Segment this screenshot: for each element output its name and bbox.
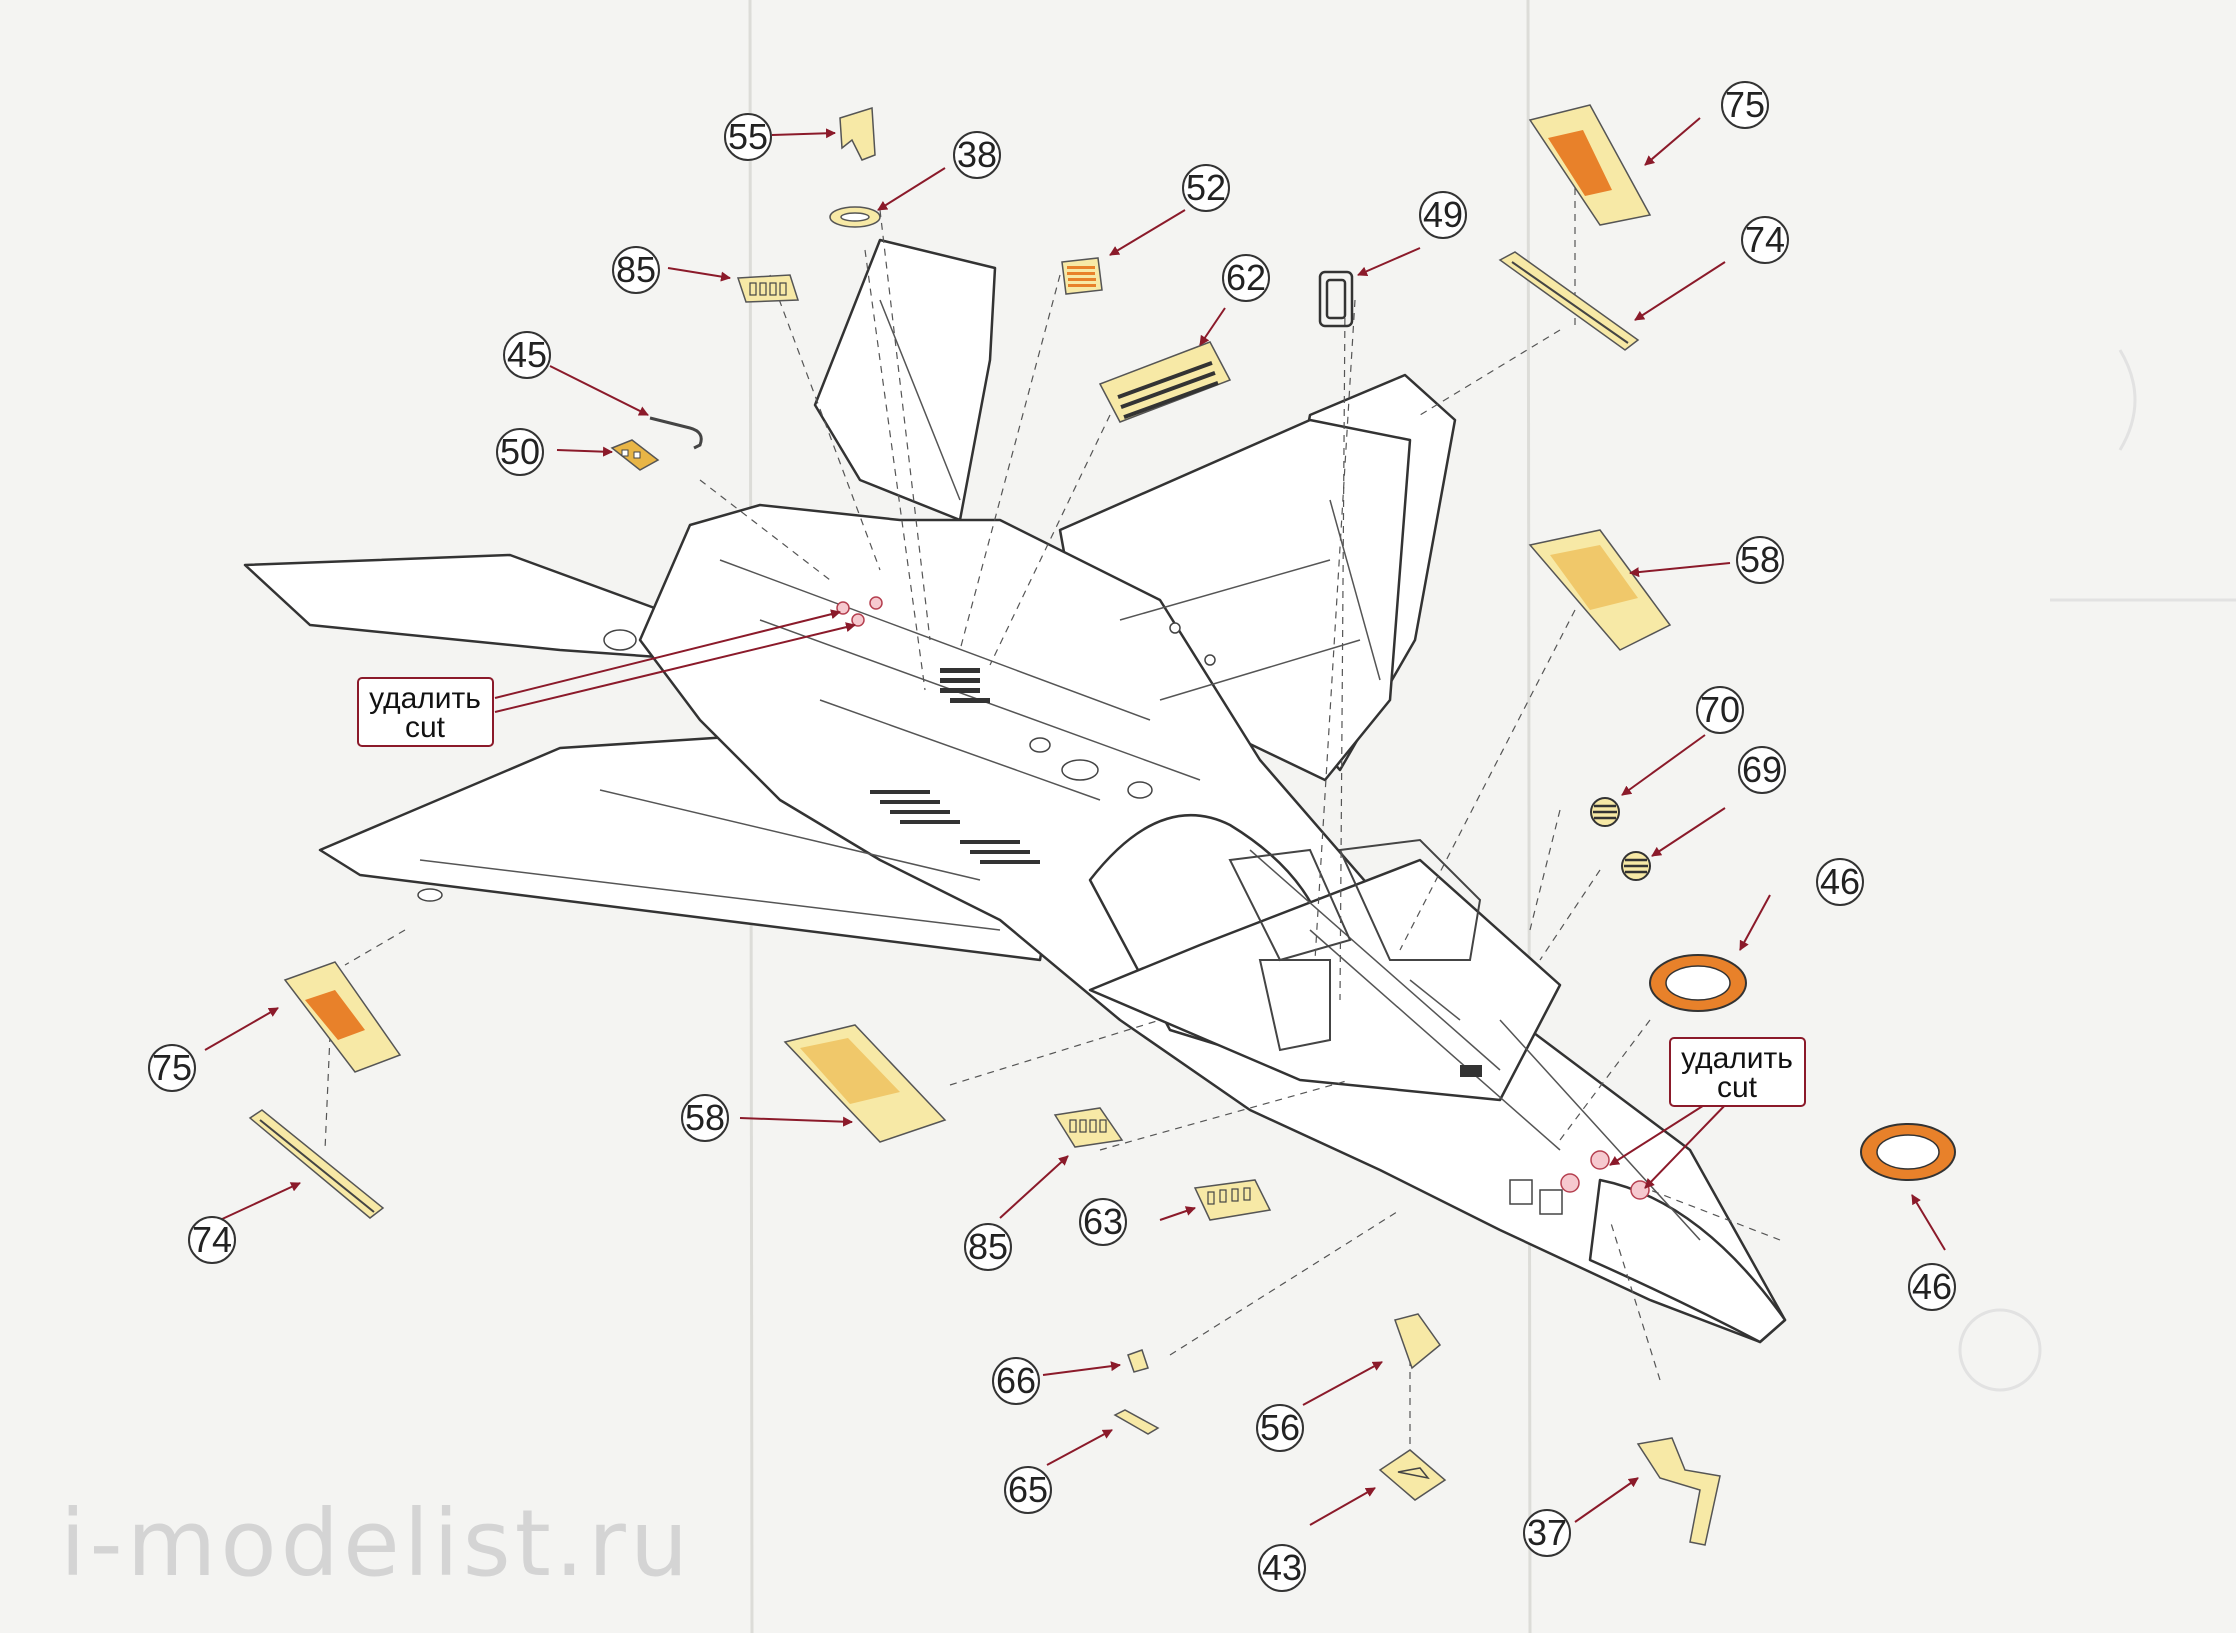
callout-52: 52 (1182, 164, 1230, 212)
svg-text:удалить: удалить (1681, 1042, 1793, 1075)
svg-text:49: 49 (1423, 194, 1463, 235)
svg-text:43: 43 (1262, 1547, 1302, 1588)
callout-46-top: 46 (1816, 858, 1864, 906)
vent-details (870, 668, 1482, 1077)
svg-text:cut: cut (1717, 1071, 1758, 1104)
part-58-right (1528, 529, 1672, 651)
svg-text:56: 56 (1260, 1407, 1300, 1448)
callout-85-top: 85 (612, 246, 660, 294)
part-55 (839, 106, 876, 161)
svg-text:50: 50 (500, 431, 540, 472)
part-37 (1636, 1437, 1721, 1546)
scan-artifacts (1958, 349, 2236, 1392)
part-85-top (736, 274, 800, 303)
callout-58-left: 58 (681, 1094, 729, 1142)
callout-70: 70 (1696, 686, 1744, 734)
part-63 (1193, 1179, 1272, 1221)
svg-text:45: 45 (507, 334, 547, 375)
part-66 (1127, 1349, 1149, 1373)
callout-38: 38 (953, 131, 1001, 179)
callout-62: 62 (1222, 254, 1270, 302)
part-46-top (1649, 954, 1747, 1012)
part-58-left (783, 1024, 947, 1143)
callout-50: 50 (496, 428, 544, 476)
callout-49: 49 (1419, 191, 1467, 239)
access-holes (417, 622, 1563, 1215)
callout-arrows (204, 117, 1946, 1526)
svg-text:58: 58 (685, 1097, 725, 1138)
svg-text:52: 52 (1186, 167, 1226, 208)
svg-text:69: 69 (1742, 749, 1782, 790)
callout-85-bottom: 85 (964, 1223, 1012, 1271)
part-62 (1098, 341, 1232, 423)
part-85-bottom (1053, 1107, 1124, 1148)
callout-66: 66 (992, 1357, 1040, 1405)
callout-45: 45 (503, 331, 551, 379)
part-70 (1590, 797, 1620, 827)
cut-label-right: удалить cut (1669, 1037, 1806, 1107)
callout-56: 56 (1256, 1404, 1304, 1452)
svg-text:55: 55 (728, 116, 768, 157)
part-52 (1061, 257, 1103, 295)
callout-74-top: 74 (1741, 216, 1789, 264)
svg-text:85: 85 (968, 1226, 1008, 1267)
svg-text:63: 63 (1083, 1201, 1123, 1242)
callout-58-right: 58 (1736, 536, 1784, 584)
callout-75-top: 75 (1721, 81, 1769, 129)
svg-text:58: 58 (1740, 539, 1780, 580)
svg-text:62: 62 (1226, 257, 1266, 298)
svg-text:38: 38 (957, 134, 997, 175)
part-74-top (1498, 251, 1640, 351)
callout-37: 37 (1523, 1509, 1571, 1557)
callout-63: 63 (1079, 1198, 1127, 1246)
callout-74-left: 74 (188, 1216, 236, 1264)
aircraft-outline (243, 238, 1787, 1344)
part-56 (1394, 1313, 1442, 1370)
cut-label-left: удалить cut (357, 677, 494, 747)
part-50 (610, 439, 660, 471)
callout-69: 69 (1738, 746, 1786, 794)
svg-text:66: 66 (996, 1360, 1036, 1401)
canopy-frame (1228, 838, 1482, 1052)
callouts: 55 38 52 85 62 49 75 74 45 50 58 70 69 4… (148, 81, 1956, 1592)
callout-46-bottom: 46 (1908, 1263, 1956, 1311)
part-75-left (283, 961, 402, 1073)
etched-parts (248, 104, 1956, 1546)
part-65 (1113, 1409, 1160, 1435)
svg-text:74: 74 (1745, 219, 1785, 260)
callout-43: 43 (1258, 1544, 1306, 1592)
part-74-left (248, 1109, 385, 1219)
svg-text:65: 65 (1008, 1469, 1048, 1510)
svg-text:74: 74 (192, 1219, 232, 1260)
part-45 (649, 416, 703, 450)
cut-marks (836, 596, 1650, 1200)
svg-text:75: 75 (152, 1047, 192, 1088)
svg-text:46: 46 (1820, 861, 1860, 902)
svg-text:75: 75 (1725, 84, 1765, 125)
svg-text:cut: cut (405, 711, 446, 744)
callout-65: 65 (1004, 1466, 1052, 1514)
placement-lines (324, 175, 1781, 1450)
part-46-bottom (1860, 1123, 1956, 1181)
part-69 (1621, 851, 1651, 881)
svg-text:70: 70 (1700, 689, 1740, 730)
callout-55: 55 (724, 113, 772, 161)
part-43 (1378, 1449, 1447, 1501)
svg-text:46: 46 (1912, 1266, 1952, 1307)
svg-text:37: 37 (1527, 1512, 1567, 1553)
svg-text:удалить: удалить (369, 682, 481, 715)
svg-text:85: 85 (616, 249, 656, 290)
panel-lines (419, 299, 1701, 1241)
part-75-top (1528, 104, 1652, 226)
callout-75-left: 75 (148, 1044, 196, 1092)
part-49 (1318, 270, 1354, 328)
watermark: i-modelist.ru (60, 1490, 692, 1597)
